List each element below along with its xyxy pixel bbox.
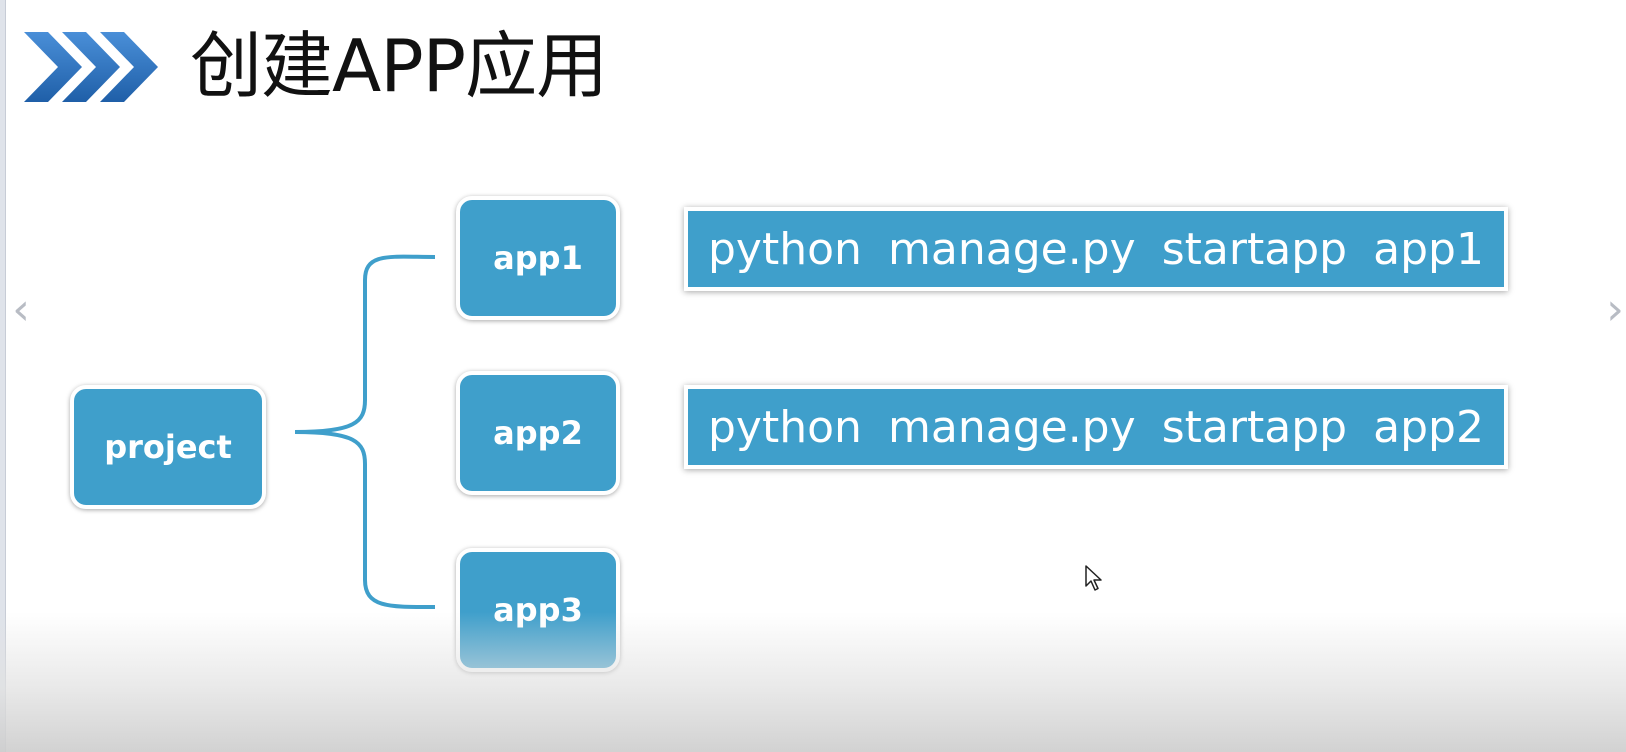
command-word: app1 — [1373, 223, 1484, 275]
app1-node: app1 — [456, 196, 620, 320]
command-box-app1: python manage.py startapp app1 — [684, 207, 1508, 291]
command-word: manage.py — [888, 401, 1136, 453]
project-node: project — [70, 385, 266, 509]
bottom-fade-overlay — [0, 612, 1626, 752]
mouse-cursor-icon — [1085, 565, 1102, 591]
app2-node: app2 — [456, 371, 620, 495]
chevron-right-icon[interactable]: › — [1606, 284, 1624, 335]
app3-node: app3 — [456, 548, 620, 672]
brace-connector — [294, 254, 436, 610]
slide-title: 创建APP应用 — [190, 24, 608, 108]
chevrons-icon — [24, 32, 158, 102]
command-word: startapp — [1161, 223, 1348, 275]
window-left-edge — [0, 0, 6, 752]
command-box-app2: python manage.py startapp app2 — [684, 385, 1508, 469]
command-word: python — [708, 223, 862, 275]
command-word: startapp — [1161, 401, 1348, 453]
chevron-left-icon[interactable]: ‹ — [12, 284, 30, 335]
command-word: manage.py — [888, 223, 1136, 275]
command-word: app2 — [1373, 401, 1484, 453]
command-word: python — [708, 401, 862, 453]
